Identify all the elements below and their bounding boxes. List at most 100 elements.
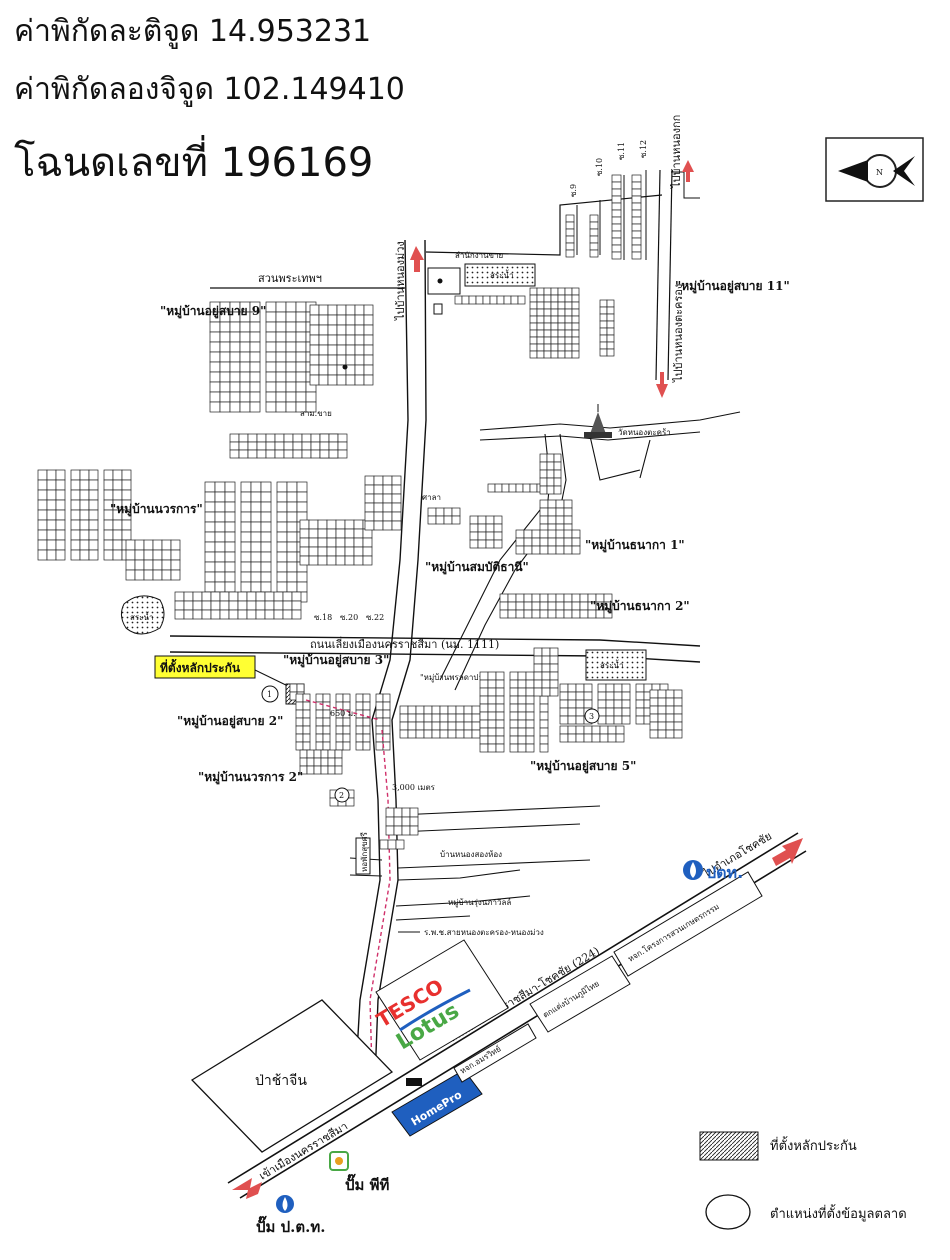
lot-cell (170, 539, 181, 551)
sombat-label: "หมู่บ้านสมบัติธานี" (425, 560, 529, 575)
lot-cell (209, 371, 221, 383)
lot-cell (541, 687, 551, 697)
lot-cell (55, 539, 66, 551)
marker-3 (584, 708, 600, 724)
lot-cell (260, 501, 272, 513)
lot-cell (379, 839, 389, 850)
lot-cell (547, 545, 557, 555)
lot-cell (295, 301, 307, 313)
lot-cell (112, 529, 123, 541)
lot-cell (571, 350, 580, 359)
lot-cell (571, 601, 581, 611)
lot-cell (495, 703, 505, 713)
lot-cell (204, 551, 216, 563)
tesco-swoosh (399, 988, 471, 1032)
lot-cell (533, 663, 543, 673)
lot-cell (583, 733, 593, 743)
lot-cell (318, 364, 329, 376)
sales-office-box (427, 267, 461, 295)
lot-cell (607, 733, 617, 743)
lot-cell (70, 489, 81, 501)
lot-cell (373, 484, 384, 495)
lot-cell (204, 581, 216, 593)
lot-cell (529, 329, 538, 338)
lot-cell (275, 331, 287, 343)
lot-cell (295, 361, 307, 373)
lot-cell (224, 581, 236, 593)
lot-cell (210, 600, 221, 611)
lot-cell (509, 695, 519, 705)
thanaka-2-label: "หมู่บ้านธนากา 2" (590, 599, 690, 614)
lot-cell (219, 371, 231, 383)
lot-cell (415, 729, 425, 739)
lot-cell (296, 683, 305, 693)
lot-cell (477, 531, 487, 541)
lot-cell (317, 537, 328, 548)
lot-cell (286, 531, 298, 543)
lot-cell (571, 329, 580, 338)
lot-cell (327, 749, 336, 759)
lot-cell (286, 561, 298, 573)
lot-cell (631, 251, 642, 260)
lot-cell (183, 600, 194, 611)
lot-cell (283, 441, 294, 451)
lot-cell (439, 713, 449, 723)
lot-cell (525, 735, 535, 745)
lot-cell (517, 719, 527, 729)
lot-cell (355, 733, 364, 743)
lot-cell (317, 546, 328, 557)
lot-cell (525, 671, 535, 681)
lot-cell (375, 709, 384, 719)
lot-cell (79, 489, 90, 501)
lot-cell (543, 315, 552, 324)
lot-cell (201, 609, 212, 620)
lot-cell (673, 721, 683, 731)
lot-cell (292, 449, 303, 459)
lot-cell (246, 591, 257, 602)
lot-cell (499, 609, 509, 619)
lot-cell (599, 306, 608, 315)
lot-cell (373, 502, 384, 513)
lot-cell (546, 485, 555, 495)
lot-cell (291, 609, 302, 620)
lot-cell (447, 729, 457, 739)
lot-cell (635, 691, 645, 701)
lot-cell (515, 529, 525, 539)
lot-cell (539, 593, 549, 603)
lot-cell (55, 479, 66, 491)
pa-cha-chin-area (190, 999, 394, 1153)
bypass-label: ถนนเลี่ยงเมืองนครราชสีมา (นม. 1111) (310, 636, 499, 651)
lot-cell (214, 561, 226, 573)
lot-cell (489, 295, 498, 305)
lot-cell (597, 683, 607, 693)
lot-cell (461, 295, 470, 305)
lot-cell (121, 529, 132, 541)
lot-cell (318, 374, 329, 386)
lot-cell (344, 519, 355, 530)
lot-cell (539, 507, 549, 517)
lot-cell (564, 336, 573, 345)
lot-cell (79, 479, 90, 491)
lot-cell (613, 683, 623, 693)
lot-cell (315, 717, 324, 727)
lot-cell (37, 499, 48, 511)
lot-cell (238, 449, 249, 459)
lot-cell (134, 539, 145, 551)
lot-cell (276, 551, 288, 563)
lot-cell (583, 683, 593, 693)
lot-cell (589, 214, 599, 223)
lot-cell (214, 581, 226, 593)
lot-cell (250, 561, 262, 573)
lot-cell (631, 223, 642, 232)
lot-cell (523, 593, 533, 603)
lot-cell (88, 539, 99, 551)
lot-cell (121, 479, 132, 491)
lot-cell (363, 354, 374, 366)
lot-cell (364, 475, 375, 486)
lot-cell (88, 469, 99, 481)
lot-cell (219, 351, 231, 363)
lot-cell (125, 569, 136, 581)
lot-cell (229, 361, 241, 373)
marker-3-label: 3 (589, 712, 594, 721)
lot-cell (495, 743, 505, 753)
